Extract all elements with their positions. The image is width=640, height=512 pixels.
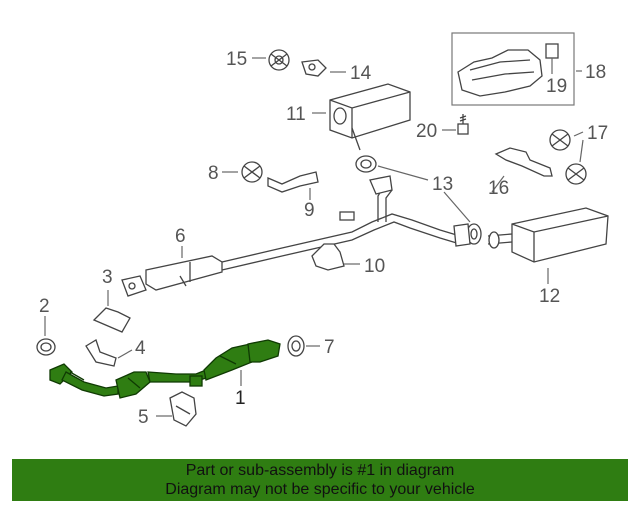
callout-16: 16 [488,178,509,199]
callout-11: 11 [286,104,306,125]
part-8-grommet[interactable] [241,161,263,183]
callout-2: 2 [39,296,50,317]
callout-14: 14 [350,63,372,84]
callout-18: 18 [585,62,606,83]
part-11-muffler[interactable] [329,83,411,151]
callout-10: 10 [364,256,385,277]
callout-15: 15 [226,49,247,70]
callout-3: 3 [102,267,113,288]
part-4-bracket[interactable] [85,339,117,367]
callout-7: 7 [324,337,335,358]
part-12-muffler[interactable] [487,207,609,263]
banner-line-2: Diagram may not be specific to your vehi… [165,481,475,498]
part-9-hanger-bracket[interactable] [267,171,319,193]
part-18-heat-insulator-group[interactable] [451,32,575,106]
callout-17: 17 [587,123,608,144]
part-3-support-bracket[interactable] [92,275,147,333]
part-2-gasket[interactable] [36,338,56,356]
callout-1: 1 [235,388,246,409]
part-5-bracket[interactable] [169,391,197,427]
callout-20: 20 [416,121,437,142]
part-15-grommet[interactable] [268,49,290,71]
callout-9: 9 [304,200,315,221]
callout-12: 12 [539,286,560,307]
part-20-bolt[interactable] [457,114,469,135]
callout-6: 6 [175,226,186,247]
callout-4: 4 [135,338,146,359]
part-1-front-exhaust-pipe[interactable] [49,339,281,399]
banner-line-1: Part or sub-assembly is #1 in diagram [185,462,455,479]
part-7-gasket[interactable] [287,335,305,357]
exhaust-parts-diagram: 15 14 18 19 11 20 17 [36,32,609,428]
callout-8: 8 [208,163,219,184]
part-17-grommets[interactable] [549,129,587,185]
callout-13: 13 [432,174,453,195]
part-16-bracket[interactable] [494,147,553,177]
part-6-center-pipe[interactable] [145,175,471,291]
part-14-hanger-bracket[interactable] [301,59,327,77]
callout-5: 5 [138,407,149,428]
info-banner: Part or sub-assembly is #1 in diagram Di… [12,459,628,501]
callout-19: 19 [546,76,567,97]
part-10-heat-shield[interactable] [311,243,345,271]
